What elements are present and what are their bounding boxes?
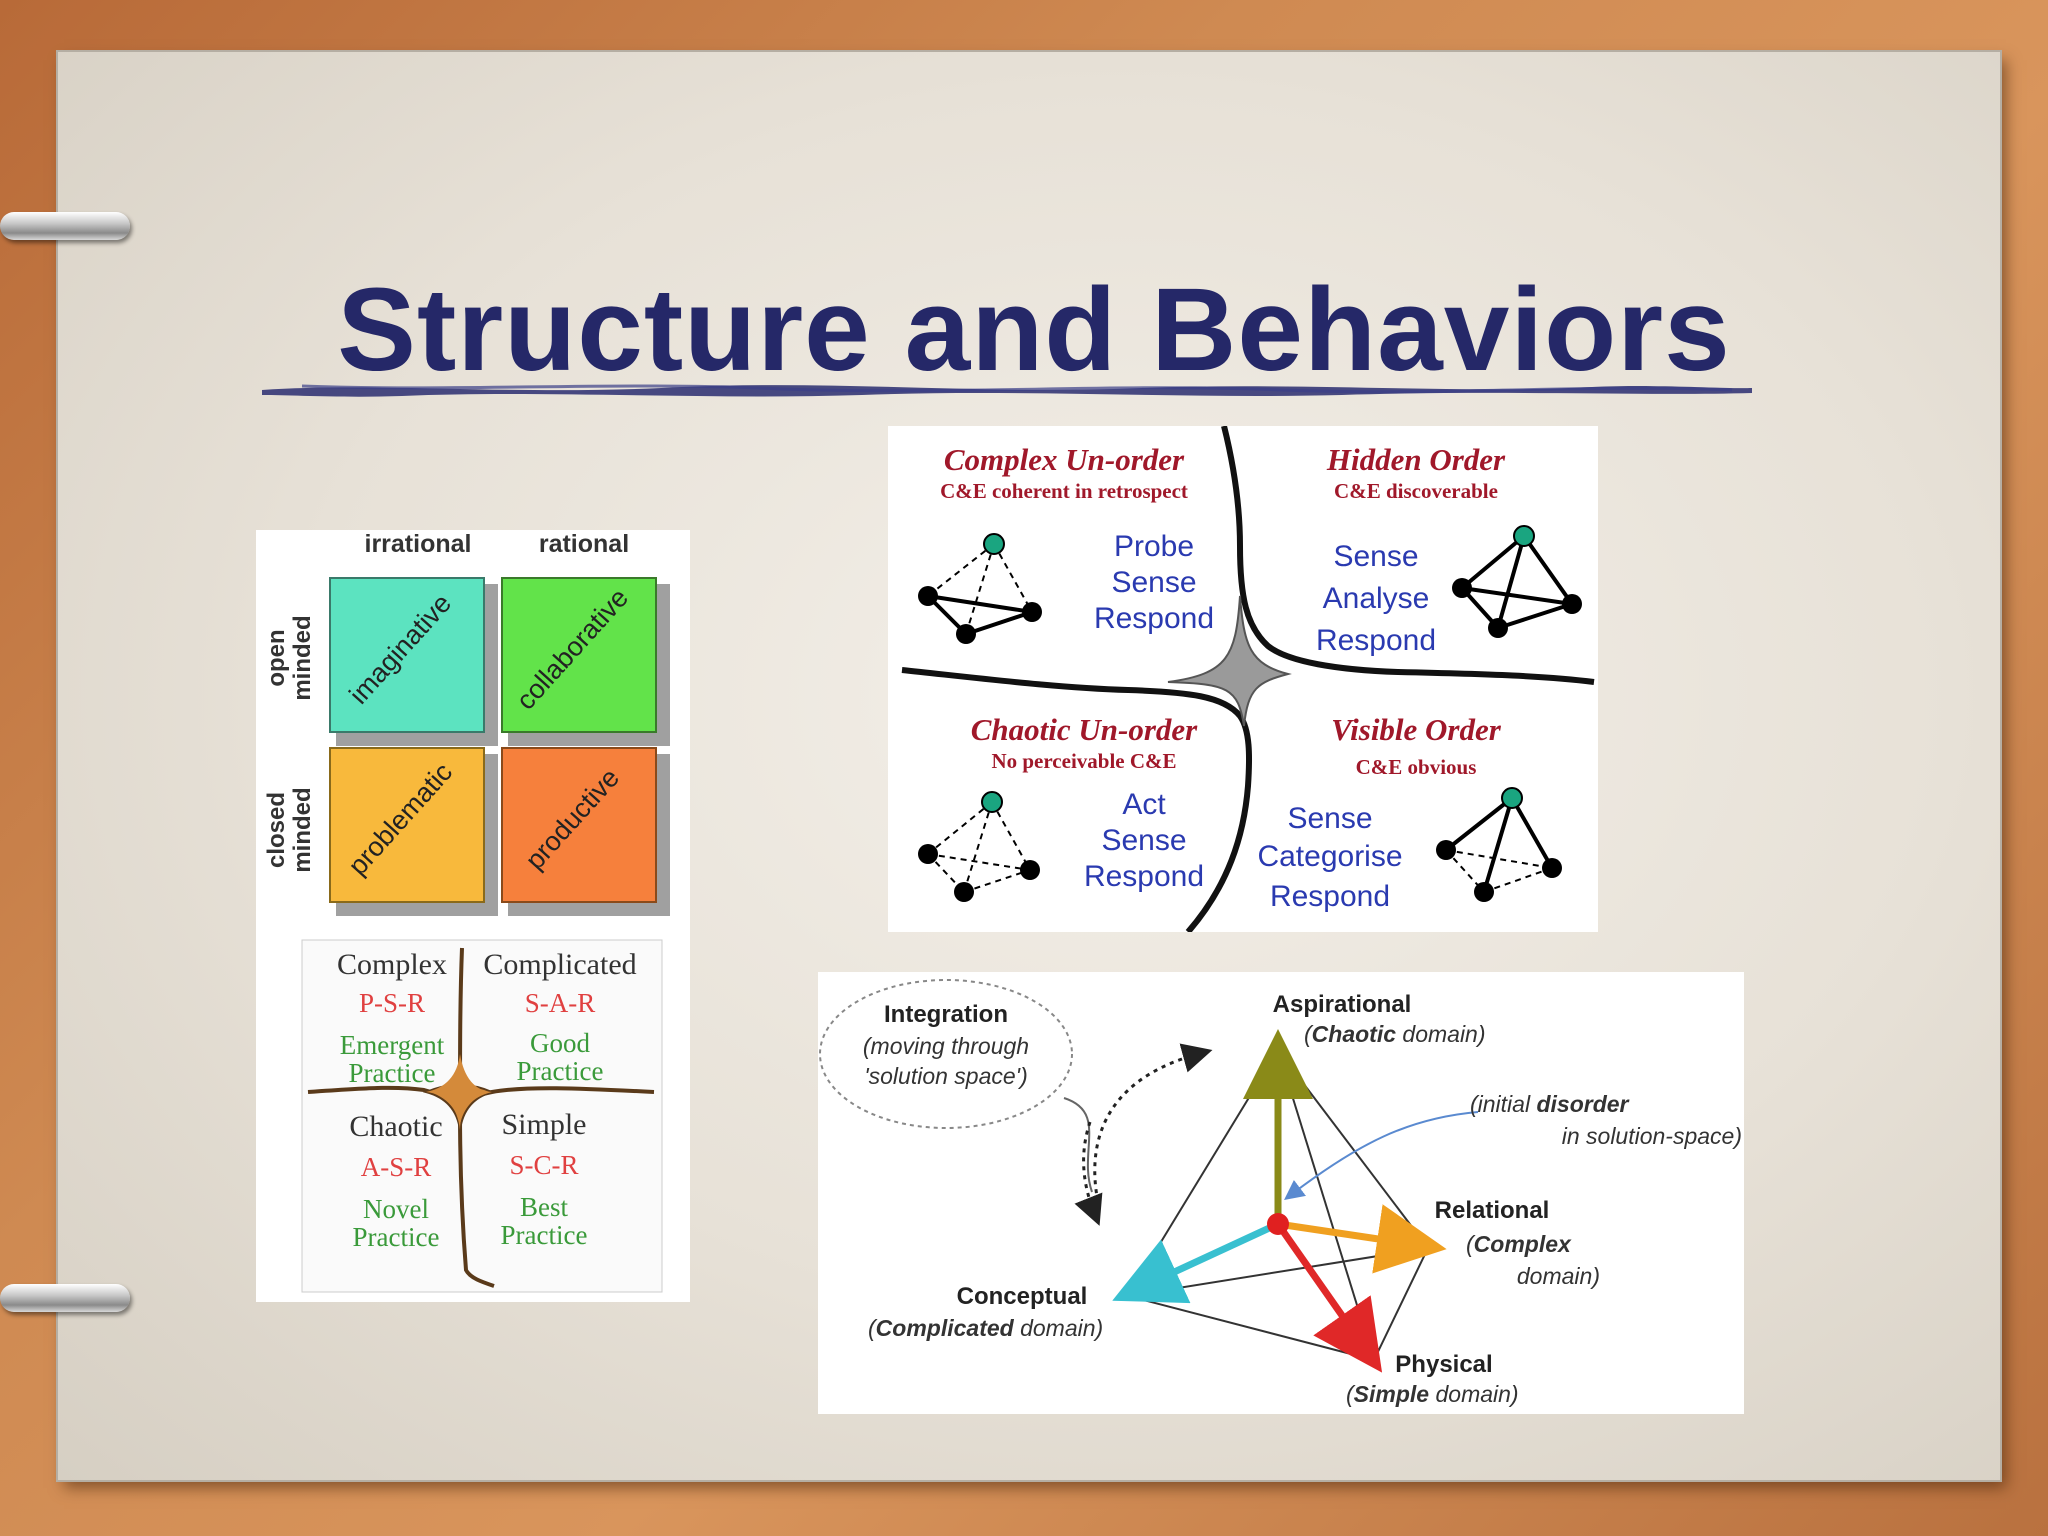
- hidden-order-action-2: Analyse: [1323, 582, 1430, 615]
- visible-order-action-1: Sense: [1287, 802, 1372, 835]
- physical-title: Physical: [1395, 1351, 1492, 1378]
- mini-chaotic-practice-1: Novel: [363, 1194, 429, 1224]
- chaotic-action-2: Sense: [1101, 824, 1186, 857]
- mini-complex-practice-1: Emergent: [340, 1030, 445, 1060]
- matrix-panel: irrational rational open minded closed m…: [256, 530, 690, 1302]
- complex-network-icon: [918, 533, 1042, 644]
- chaotic-title: Chaotic Un-order: [971, 712, 1198, 747]
- mini-complicated-practice-1: Good: [530, 1028, 590, 1058]
- visible-order-action-2: Categorise: [1257, 840, 1402, 873]
- chaotic-network-icon: [918, 791, 1040, 902]
- hidden-order-subtitle: C&E discoverable: [1334, 479, 1498, 503]
- complex-subtitle: C&E coherent in retrospect: [940, 479, 1188, 503]
- mini-complex-steps: P-S-R: [359, 988, 425, 1018]
- chaotic-subtitle: No perceivable C&E: [991, 749, 1176, 773]
- mini-complex-practice-2: Practice: [349, 1058, 436, 1088]
- binder-ring-bottom: [0, 1284, 130, 1312]
- complex-action-1: Probe: [1114, 530, 1194, 563]
- mini-simple-name: Simple: [501, 1108, 586, 1141]
- relational-domain-line-2: domain): [1517, 1263, 1600, 1289]
- integration-title: Integration: [884, 1001, 1008, 1028]
- integration-bubble: [819, 979, 1073, 1129]
- mini-cynefin-box: [301, 939, 663, 1293]
- complex-action-2: Sense: [1111, 566, 1196, 599]
- svg-text:closed: closed: [263, 792, 290, 868]
- disorder-pointer: [1284, 1111, 1479, 1201]
- tetrahedron-panel: Integration (moving through 'solution sp…: [818, 972, 1744, 1414]
- boundary-upper-right: [1221, 425, 1595, 685]
- cell-collaborative: [501, 577, 657, 733]
- aspirational-title: Aspirational: [1273, 991, 1412, 1018]
- disorder-note-line-2: in solution-space): [1562, 1123, 1742, 1149]
- chaotic-action-3: Respond: [1084, 860, 1204, 893]
- cell-problematic: [329, 747, 485, 903]
- mini-complicated-name: Complicated: [483, 948, 636, 981]
- title-brush-underline: [262, 384, 1752, 397]
- integration-line-2: 'solution space'): [864, 1063, 1027, 1089]
- physical-domain: (Simple domain): [1346, 1381, 1519, 1407]
- mini-chaotic-practice-2: Practice: [353, 1222, 440, 1252]
- visible-order-network-icon: [1436, 787, 1562, 902]
- mini-chaotic-name: Chaotic: [349, 1110, 442, 1143]
- mini-chaotic-steps: A-S-R: [361, 1152, 432, 1182]
- aspirational-domain: (Chaotic domain): [1304, 1021, 1486, 1047]
- chaotic-action-1: Act: [1122, 788, 1166, 821]
- hidden-order-title: Hidden Order: [1326, 442, 1506, 477]
- svg-text:open: open: [263, 629, 290, 686]
- complex-action-3: Respond: [1094, 602, 1214, 635]
- mini-simple-steps: S-C-R: [509, 1150, 578, 1180]
- col-label-irrational: irrational: [365, 530, 472, 558]
- physical-vector: [1275, 1221, 1383, 1373]
- conceptual-vector: [1112, 1220, 1280, 1304]
- hidden-order-action-3: Respond: [1316, 624, 1436, 657]
- row-label-closed-minded: closed minded: [263, 787, 316, 872]
- integration-line-1: (moving through: [863, 1033, 1029, 1059]
- hidden-order-network-icon: [1452, 525, 1582, 638]
- mini-simple-practice-1: Best: [520, 1192, 569, 1222]
- mini-simple-practice-2: Practice: [501, 1220, 588, 1250]
- complex-title: Complex Un-order: [944, 442, 1185, 477]
- visible-order-action-3: Respond: [1270, 880, 1390, 913]
- mini-complex-name: Complex: [337, 948, 447, 981]
- cell-productive: [501, 747, 657, 903]
- disorder-note-line-1: (initial disorder: [1470, 1091, 1630, 1117]
- integration-cycle-arrow-top: [1093, 1043, 1213, 1203]
- hidden-order-action-1: Sense: [1333, 540, 1418, 573]
- mini-complicated-practice-2: Practice: [517, 1056, 604, 1086]
- disorder-center: [1167, 595, 1292, 727]
- relational-title: Relational: [1435, 1197, 1550, 1224]
- col-label-rational: rational: [539, 530, 629, 558]
- relational-vector: [1277, 1204, 1447, 1274]
- svg-text:minded: minded: [289, 787, 316, 872]
- slide-title: Structure and Behaviors: [337, 264, 1731, 396]
- conceptual-title: Conceptual: [957, 1283, 1088, 1310]
- binder-ring-top: [0, 212, 130, 240]
- mini-complicated-steps: S-A-R: [525, 988, 596, 1018]
- row-label-open-minded: open minded: [263, 615, 316, 700]
- cynefin-panel: Complex Un-order C&E coherent in retrosp…: [888, 425, 1598, 934]
- relational-domain: (Complex: [1466, 1231, 1572, 1257]
- center-point: [1267, 1213, 1289, 1235]
- cell-imaginative: [329, 577, 485, 733]
- visible-order-title: Visible Order: [1331, 712, 1502, 747]
- boundary-lower-left: [901, 667, 1253, 934]
- svg-text:minded: minded: [289, 615, 316, 700]
- integration-cycle-arrow-bottom: [1074, 1121, 1103, 1226]
- conceptual-domain: (Complicated domain): [868, 1315, 1103, 1341]
- visible-order-subtitle: C&E obvious: [1356, 755, 1477, 779]
